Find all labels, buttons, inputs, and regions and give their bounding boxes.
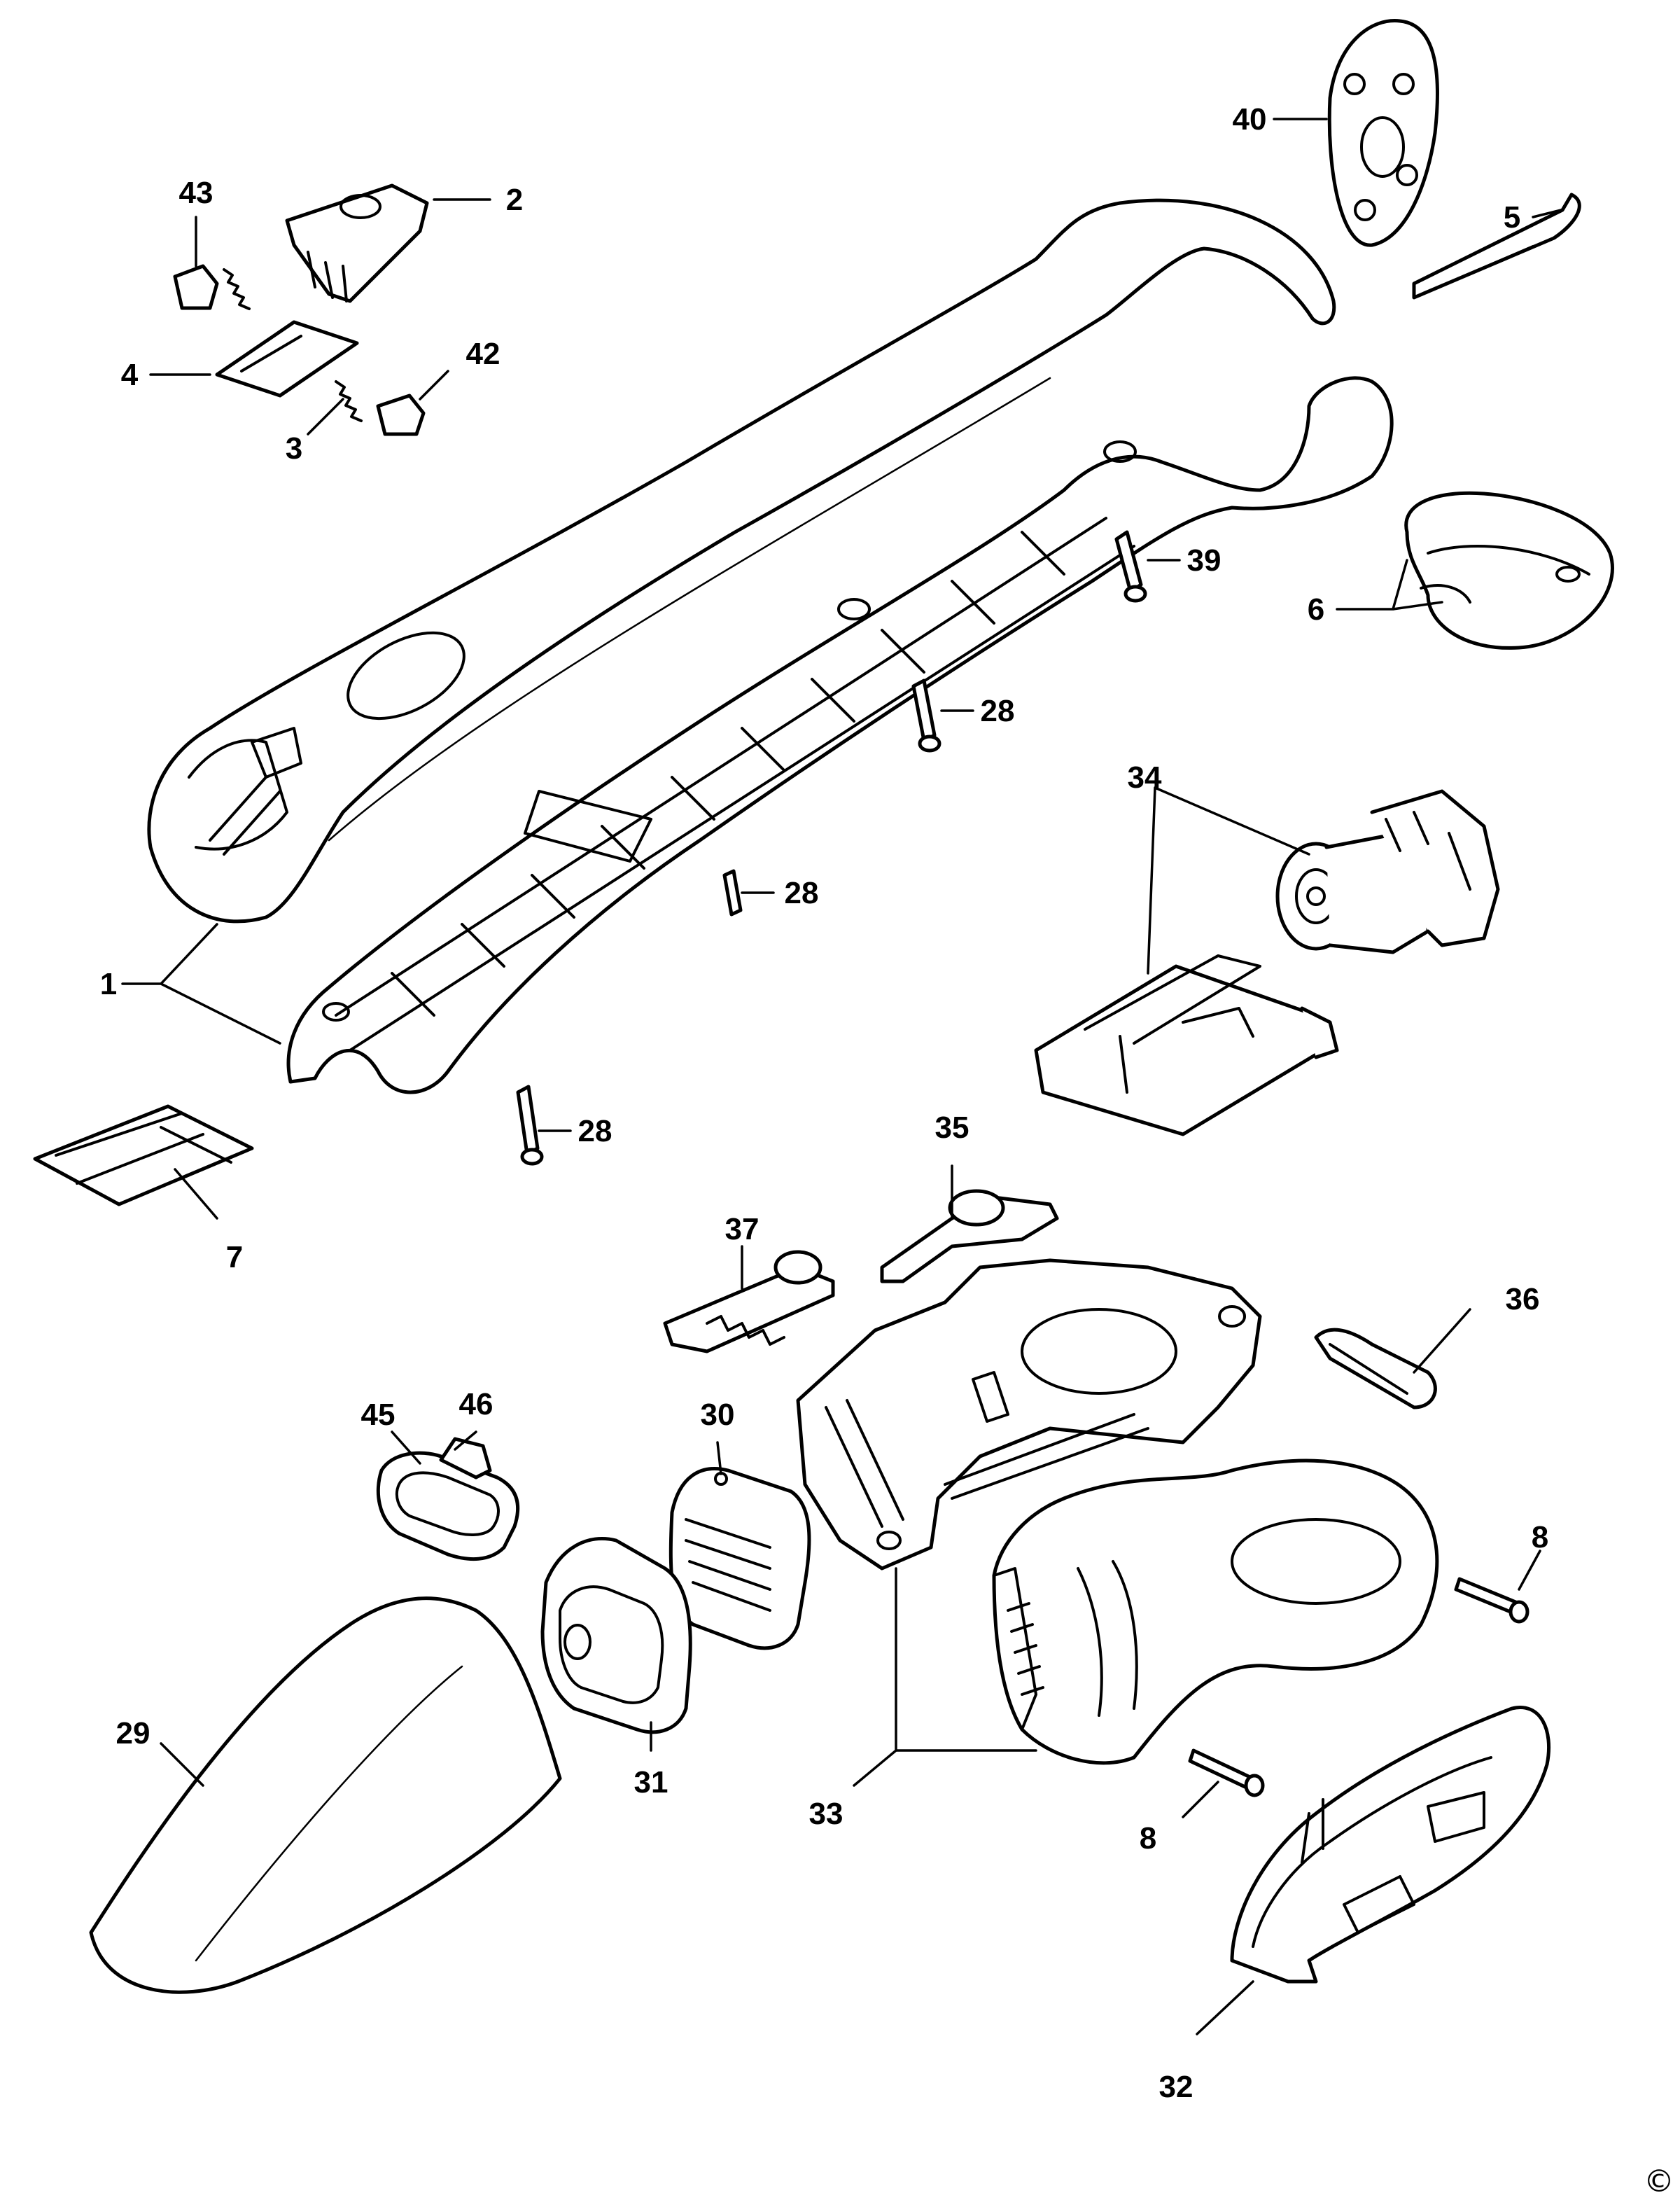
screw-39 (1114, 530, 1147, 603)
screw-8-b (1188, 1748, 1265, 1797)
spring-upper (223, 268, 251, 310)
spring-lower (335, 380, 363, 422)
switch-actuator (880, 1189, 1059, 1283)
nozzle (89, 1596, 562, 1994)
rocker-switch (1314, 1328, 1437, 1409)
label-46: 46 (459, 1387, 493, 1421)
label-32: 32 (1159, 2070, 1194, 2104)
screw-8-a (1454, 1577, 1530, 1624)
label-40: 40 (1233, 102, 1267, 137)
catch-lower (376, 394, 426, 436)
screw-28-a (911, 678, 941, 753)
label-3: 3 (286, 431, 302, 466)
pleated-filter (668, 1467, 811, 1650)
catch-upper (173, 264, 219, 310)
filter-cartridge (540, 1537, 692, 1734)
filter-frame (1404, 491, 1614, 650)
label-2: 2 (506, 183, 523, 217)
release-button (285, 183, 429, 303)
end-cap-plate (1327, 19, 1439, 247)
label-33: 33 (809, 1797, 844, 1831)
label-31: 31 (634, 1765, 668, 1799)
label-43: 43 (179, 176, 214, 210)
label-28-c: 28 (578, 1114, 612, 1148)
label-28-b: 28 (785, 876, 819, 910)
label-42: 42 (466, 337, 500, 371)
copyright-mark: © (1644, 2164, 1674, 2199)
label-8-b: 8 (1140, 1821, 1156, 1856)
label-39: 39 (1187, 543, 1222, 578)
label-1: 1 (100, 967, 117, 1001)
label-29: 29 (116, 1716, 150, 1750)
label-28-a: 28 (981, 694, 1015, 728)
label-7: 7 (226, 1240, 243, 1274)
switch-slider (663, 1250, 835, 1353)
label-37: 37 (725, 1212, 760, 1246)
part-number-labels: 43 2 4 3 42 40 5 6 39 28 28 28 1 7 34 35… (100, 102, 1548, 2104)
screw-28-b (722, 869, 743, 917)
release-latch-plate (215, 320, 359, 398)
leader-lines (121, 118, 1562, 2035)
battery-pack (1034, 954, 1339, 1136)
retaining-clip (1412, 193, 1581, 300)
screw-28-c (516, 1085, 544, 1166)
label-4: 4 (121, 358, 139, 392)
main-body-inner-half (796, 1258, 1262, 1571)
label-34: 34 (1128, 760, 1162, 795)
label-35: 35 (935, 1111, 969, 1145)
label-45: 45 (361, 1398, 396, 1432)
pre-filter-frame (376, 1451, 520, 1561)
main-body-outer-half (992, 1458, 1439, 1765)
label-6: 6 (1308, 592, 1324, 627)
handle-housing-inner-half (286, 376, 1394, 1094)
label-5: 5 (1504, 200, 1520, 235)
motor (1275, 789, 1500, 954)
filter-tab (439, 1437, 492, 1480)
charging-base (1230, 1706, 1551, 1984)
handle-clip (33, 1104, 254, 1206)
handle-housing-outer-half (147, 198, 1336, 924)
label-8-a: 8 (1532, 1520, 1548, 1554)
label-36: 36 (1506, 1282, 1540, 1316)
label-30: 30 (701, 1398, 735, 1432)
